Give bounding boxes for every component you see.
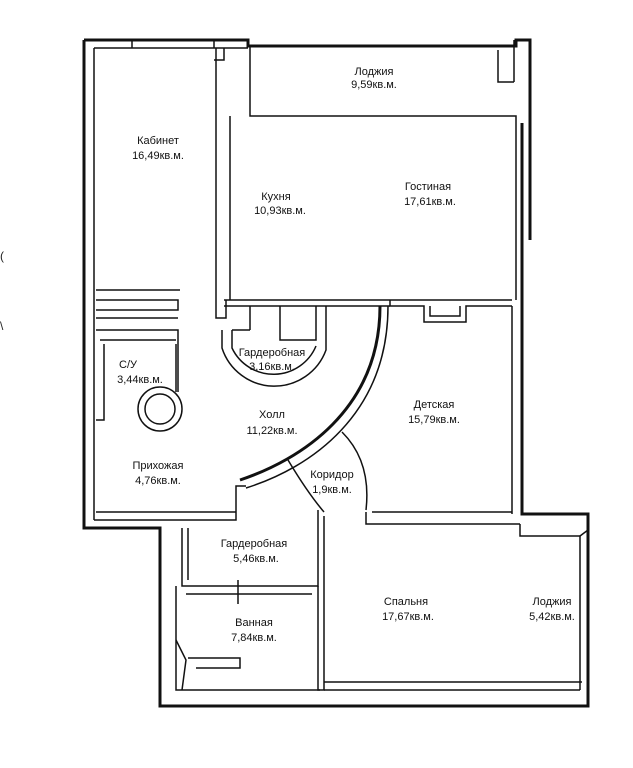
room-name-wardrobe-big: Гардеробная [221, 538, 288, 550]
room-area-wc: 3,44кв.м. [117, 374, 163, 386]
interior-walls [94, 48, 589, 691]
room-area-loggia-top: 9,59кв.м. [351, 79, 397, 91]
room-area-wardrobe-small: 3,16кв.м. [249, 361, 295, 373]
room-area-bath: 7,84кв.м. [231, 632, 277, 644]
room-labels: Лоджия 9,59кв.м. Кабинет 16,49кв.м. Кухн… [117, 66, 575, 644]
room-name-bedroom: Спальня [384, 596, 428, 608]
room-area-wardrobe-big: 5,46кв.м. [233, 553, 279, 565]
room-name-bath: Ванная [235, 617, 273, 629]
room-name-wc: С/У [119, 359, 138, 371]
room-name-kitchen: Кухня [261, 191, 290, 203]
edge-mark-top: ( [0, 249, 4, 263]
room-name-loggia-top: Лоджия [355, 66, 394, 78]
room-area-kids: 15,79кв.м. [408, 414, 460, 426]
edge-marks: ( \ [0, 249, 4, 333]
room-area-living: 17,61кв.м. [404, 196, 456, 208]
room-name-entry: Прихожая [133, 460, 184, 472]
room-name-corridor: Коридор [310, 469, 353, 481]
room-name-loggia-right: Лоджия [533, 596, 572, 608]
room-area-loggia-right: 5,42кв.м. [529, 611, 575, 623]
room-area-hall: 11,22кв.м. [246, 425, 297, 437]
room-area-kitchen: 10,93кв.м. [254, 205, 306, 217]
room-name-kids: Детская [414, 399, 455, 411]
room-area-bedroom: 17,67кв.м. [382, 611, 434, 623]
room-area-corridor: 1,9кв.м. [312, 484, 352, 496]
room-name-wardrobe-small: Гардеробная [239, 347, 306, 359]
edge-mark-bottom: \ [0, 319, 4, 333]
room-name-kabinet: Кабинет [137, 135, 179, 147]
room-area-entry: 4,76кв.м. [135, 475, 181, 487]
room-area-kabinet: 16,49кв.м. [132, 150, 184, 162]
outer-walls [82, 38, 590, 708]
room-name-living: Гостиная [405, 181, 451, 193]
room-name-hall: Холл [259, 409, 285, 421]
